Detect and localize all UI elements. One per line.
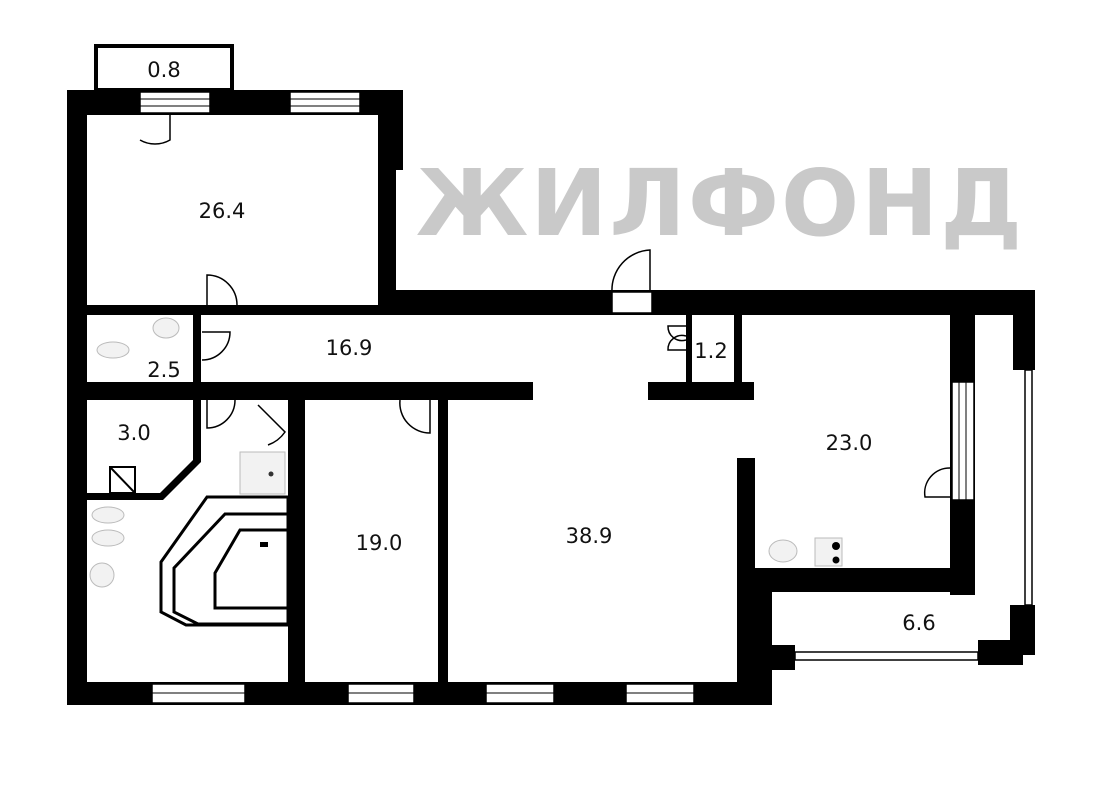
room-labels: 0.8 26.4 16.9 2.5 1.2 3.0 19.0 38.9 23.0… xyxy=(117,58,935,635)
watermark-logo: ЖИЛФОНД xyxy=(416,150,1024,257)
bidet-icon xyxy=(91,529,125,547)
windows xyxy=(139,91,1033,704)
area-corridor: 16.9 xyxy=(326,336,373,360)
walls xyxy=(67,44,1035,705)
area-loggia: 6.6 xyxy=(902,611,935,635)
doors xyxy=(139,115,951,498)
toilet-icon xyxy=(96,341,130,359)
area-closet: 1.2 xyxy=(694,339,727,363)
kitchen-sink-icon xyxy=(768,539,798,563)
fixtures xyxy=(89,317,843,627)
bathtub-icon xyxy=(159,495,290,627)
area-bedroom: 19.0 xyxy=(356,531,403,555)
area-room-top-left: 26.4 xyxy=(199,199,246,223)
shower-icon xyxy=(239,451,286,495)
area-living-room: 38.9 xyxy=(566,524,613,548)
shaft-icon xyxy=(109,466,136,494)
sink-icon xyxy=(89,562,115,588)
area-toilet: 2.5 xyxy=(147,358,180,382)
area-balcony-top: 0.8 xyxy=(147,58,180,82)
sink-icon xyxy=(152,317,180,339)
area-storage: 3.0 xyxy=(117,421,150,445)
area-kitchen: 23.0 xyxy=(826,431,873,455)
toilet-icon xyxy=(91,506,125,524)
